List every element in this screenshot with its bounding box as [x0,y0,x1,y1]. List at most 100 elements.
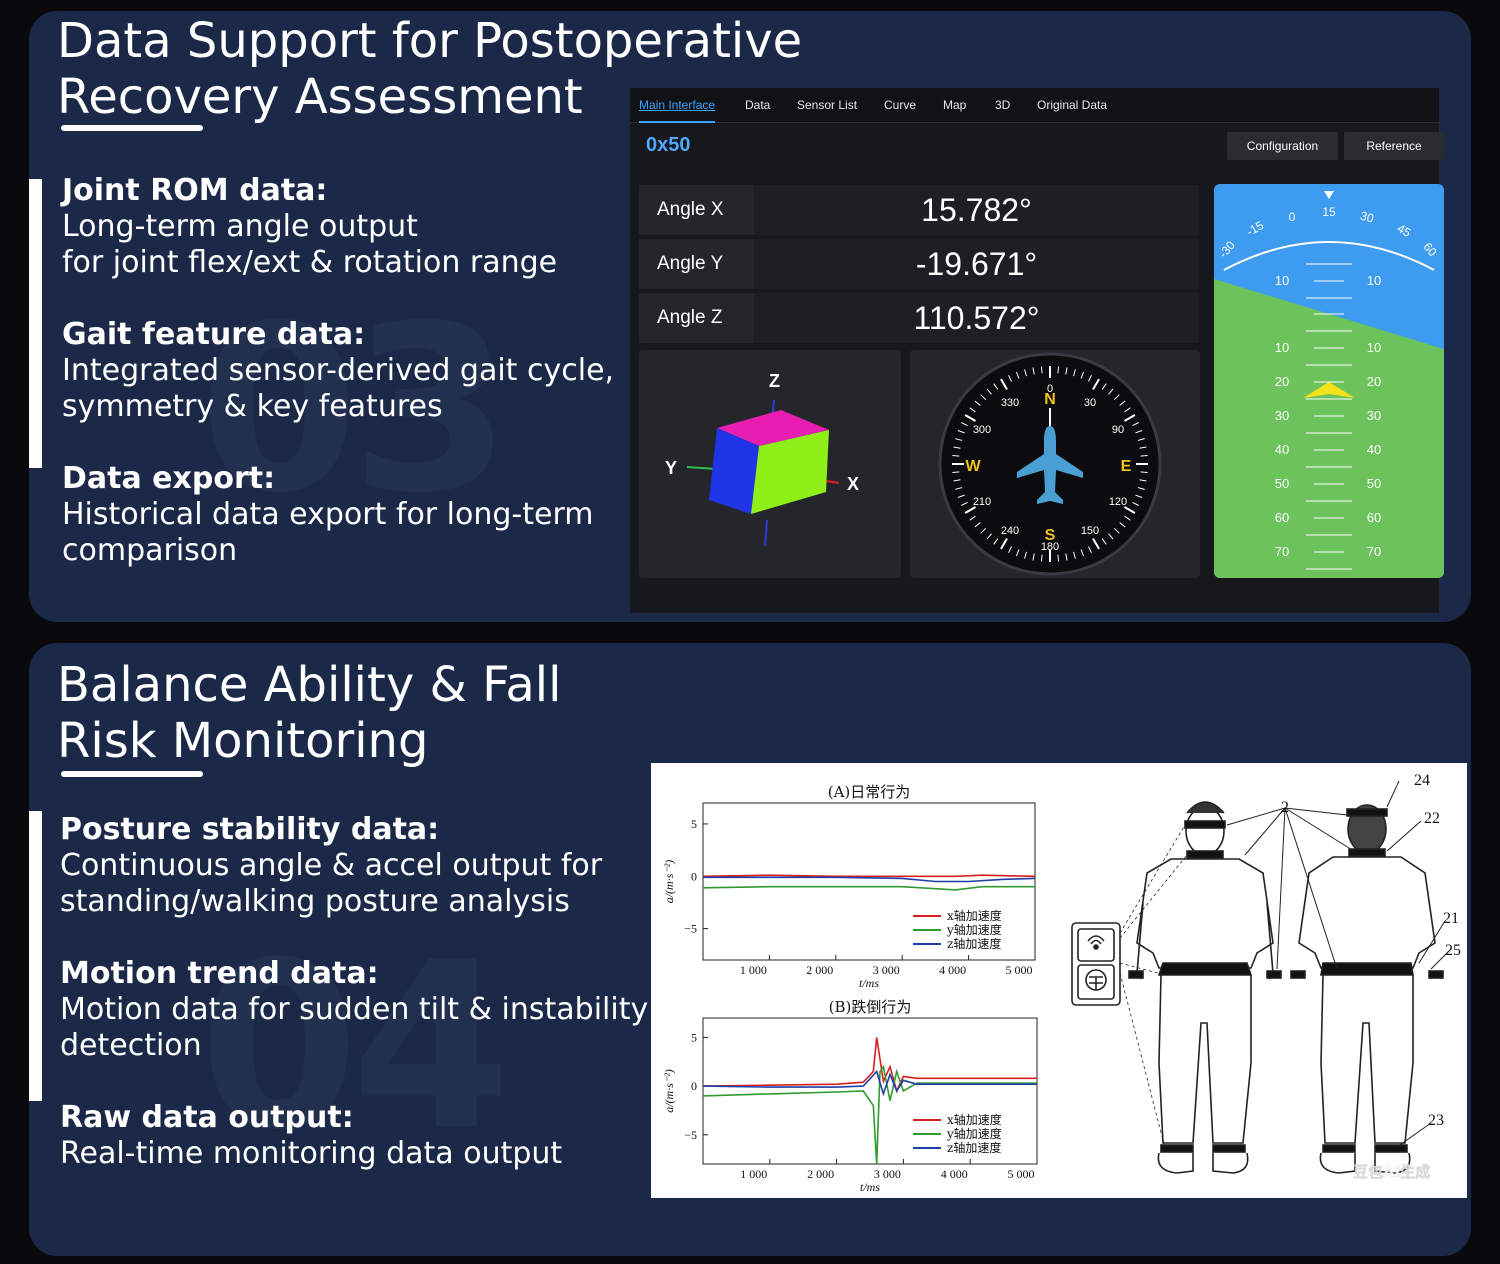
roll-label: 45 [1395,221,1414,240]
compass-tick [1140,454,1148,457]
pitch-label: 10 [1367,273,1381,288]
angle-label: Angle Y [657,253,724,274]
compass-east-label: E [1121,458,1132,475]
section-number-watermark: 04 [199,914,511,1181]
section-number-watermark: 03 [199,277,511,544]
compass-tick [1057,554,1060,562]
x-tick-label: 3 000 [873,963,900,977]
series-line [702,1037,1037,1094]
chart-frame [702,802,1036,961]
tab-original-data[interactable]: Original Data [1037,98,1108,112]
series-line [702,874,1036,878]
section-title-line1: Data Support for Postoperative [57,13,803,69]
pitch-label: 40 [1367,442,1381,457]
compass-degree-label: 150 [1081,525,1099,537]
pitch-label: 60 [1275,510,1289,525]
compass-tick [955,487,963,490]
compass-tick [964,414,977,422]
chart-frame [702,1017,1038,1165]
feature-joint-rom: Joint ROM data: Long-term angle output f… [62,173,642,281]
compass-tick [957,494,965,498]
compass-degree-label: 240 [1001,525,1019,537]
pitch-label: 10 [1367,340,1381,355]
configuration-button[interactable]: Configuration [1227,132,1338,160]
compass-tick [1088,546,1092,554]
angle-value: 110.572° [754,293,1199,343]
compass-tick [1032,553,1035,561]
sensor-software-window: Main Interface Data Sensor List Curve Ma… [630,88,1444,613]
compass-tick [969,407,976,413]
legend-label: x轴加速度 [947,1112,1002,1127]
roll-label: 0 [1289,210,1296,224]
series-line [702,1069,1037,1097]
tab-map[interactable]: Map [943,98,967,112]
compass-degree-label: 120 [1109,496,1127,508]
compass-tick [1032,367,1035,375]
tab-3d[interactable]: 3D [995,98,1011,112]
legend-label: z轴加速度 [947,936,1001,951]
pitch-label: 70 [1275,544,1289,559]
wearable-sensor-diagram: 2 24 22 21 25 23 豆包AI生成 [1071,772,1461,1181]
roll-label: 30 [1359,209,1376,226]
compass-tick [1140,471,1148,474]
compass-tick [1139,446,1147,449]
watermark-text: 豆包AI生成 [1353,1163,1430,1181]
device-id: 0x50 [646,134,691,156]
section-title-line2: Recovery Assessment [57,69,583,125]
callout-label: 21 [1443,910,1459,927]
callout-label: 2 [1281,799,1289,816]
legend-label: y轴加速度 [946,1126,1002,1141]
compass-tick [1000,537,1008,550]
feature-heading: Data export: [62,461,276,496]
tab-curve[interactable]: Curve [884,98,917,112]
compass-tick [1108,388,1114,395]
attitude-ground [1214,279,1444,578]
section-balance-fall-risk: 04 Balance Ability & Fall Risk Monitorin… [29,643,1471,1256]
tab-sensor-list[interactable]: Sensor List [797,98,858,112]
compass-north-label: N [1044,391,1056,408]
compass-tick [986,533,992,540]
compass-panel[interactable]: 330 30 90 120 150 180 240 210 300 0 N E … [910,350,1200,578]
compass-degree-label: 210 [973,496,991,508]
compass-degree-label: 330 [1001,397,1019,409]
series-line [703,876,1036,883]
compass-tick [1073,551,1076,559]
compass-tick [993,383,999,390]
x-tick-label: 5 000 [1006,963,1033,977]
section-recovery-assessment: 03 Data Support for Postoperative Recove… [29,11,1471,622]
x-tick-label: 1 000 [740,1167,767,1181]
feature-text: comparison [62,533,238,568]
y-axis-label: a/(m·s⁻²) [662,1069,676,1113]
series-line [702,1064,1037,1165]
compass-tick [1008,546,1012,554]
compass-tick [1139,479,1147,482]
compass-tick [1024,551,1027,559]
pitch-label: 10 [1275,340,1289,355]
angle-value: 15.782° [754,185,1199,235]
compass-degree-label: 90 [1112,424,1124,436]
accent-bar [29,811,42,1101]
y-tick-label: 0 [691,869,697,883]
compass-tick [960,502,968,506]
compass-tick [1108,533,1114,540]
attitude-indicator[interactable]: -30 -15 0 15 30 45 60 10 10 10 10 20 20 … [1214,184,1444,578]
feature-data-export: Data export: Historical data export for … [62,461,642,569]
tab-data[interactable]: Data [745,98,771,112]
reference-button[interactable]: Reference [1344,132,1444,160]
x-tick-label: 5 000 [1008,1167,1035,1181]
chart-title: (A)日常行为 [828,783,911,801]
3d-cube-panel[interactable]: Z Y X [639,350,901,578]
pitch-label: 70 [1367,544,1381,559]
y-tick-label: 5 [691,1030,697,1044]
compass-tick [1119,522,1126,528]
compass-tick [1092,537,1100,550]
tab-main-interface[interactable]: Main Interface [639,98,716,123]
feature-heading: Posture stability data: [60,812,440,847]
compass-tick [1080,549,1084,557]
compass-tick [1137,487,1145,490]
compass-tick [953,479,961,482]
title-underline [61,771,203,777]
compass-tick [1065,553,1068,561]
